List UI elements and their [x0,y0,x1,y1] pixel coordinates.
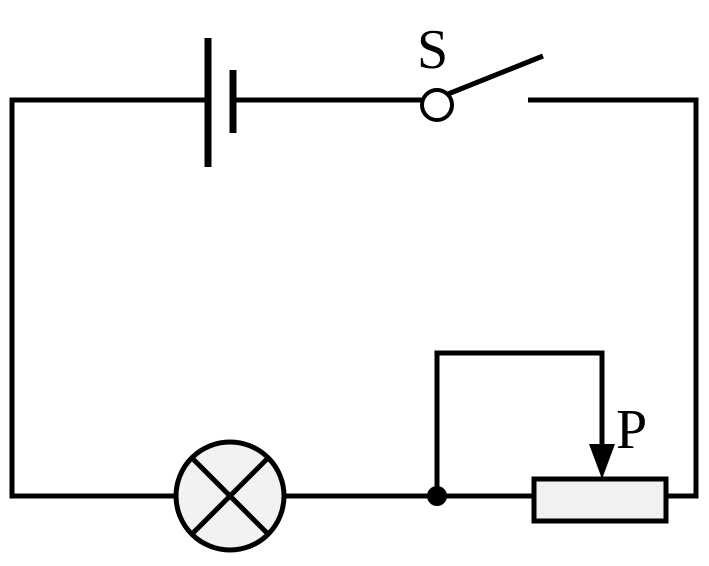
slider-label: P [616,399,647,461]
switch-label: S [417,19,448,81]
switch-blade [447,53,544,97]
junction-dot [427,486,447,506]
wire-slider-branch [434,350,605,496]
wires [9,97,699,499]
rheostat-body [531,476,669,524]
rheostat-icon [531,444,669,524]
switch-icon [420,53,544,122]
switch-pivot [420,88,454,122]
wire-top-left [9,97,208,499]
battery-icon [204,38,237,167]
wire-top-right [528,97,699,499]
lamp-icon [173,439,287,553]
slider-arrowhead [589,444,615,479]
lamp-cross-b [190,456,270,536]
